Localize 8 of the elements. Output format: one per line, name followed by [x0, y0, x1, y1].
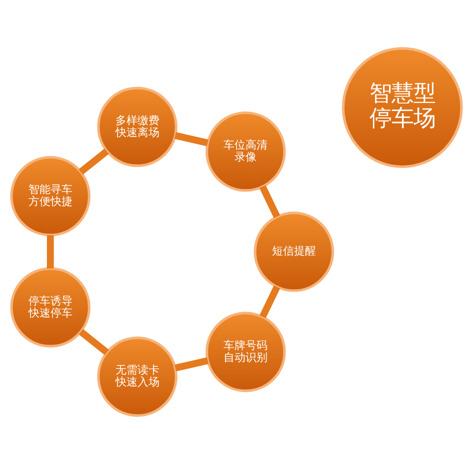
- node-circle: 车牌号码自动识别: [206, 311, 286, 392]
- node-circle: 智能寻车方便快捷: [10, 156, 90, 236]
- node-circle: 车位高清录像: [206, 110, 286, 192]
- node-circle: 无需读卡快速入场: [97, 336, 178, 416]
- node-circle: 多样缴费快速离场: [97, 86, 178, 167]
- node-circle: 停车诱导快速停车: [10, 266, 90, 348]
- node-circle: 短信提醒: [254, 211, 334, 292]
- node-circle: 智慧型停车场: [342, 46, 463, 168]
